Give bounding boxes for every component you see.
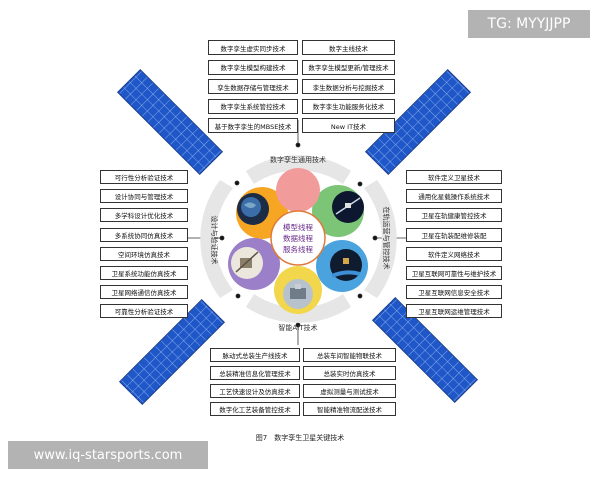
- tech-box-right-6: 卫星互联网可靠性与维护技术: [406, 266, 502, 280]
- tech-box-bottom-left-3: 工艺快速设计及仿真技术: [210, 384, 300, 398]
- tech-box-top-right-4: 数字孪生功能服务化技术: [302, 98, 395, 114]
- ring-label-left: 设计与验证技术: [210, 216, 219, 265]
- tech-box-right-2: 通用化星载操作系统技术: [406, 189, 502, 204]
- tech-box-left-8: 可靠性分析验证技术: [100, 304, 188, 319]
- solar-panel-top-left: [116, 68, 224, 176]
- tech-box-bottom-left-2: 总装精准信息化管理技术: [210, 366, 300, 380]
- tech-box-top-left-4: 数字孪生系统管控技术: [208, 98, 298, 114]
- tech-box-left-3: 多学科设计优化技术: [100, 208, 188, 223]
- tech-box-bottom-right-1: 总装车间智能物联技术: [303, 348, 396, 362]
- watermark-bottom-left-text: www.iq-starsports.com: [33, 447, 183, 463]
- tech-box-bottom-right-2: 总装实时仿真技术: [303, 366, 396, 380]
- watermark-top-right: TG: MYYJJPP: [468, 10, 590, 38]
- photo-assembly-hall: [283, 279, 313, 309]
- tech-box-right-7: 卫星互联网信息安全技术: [406, 285, 502, 300]
- tech-box-top-left-5: 基于数字孪生的MBSE技术: [208, 118, 298, 133]
- watermark-bottom-left: www.iq-starsports.com: [8, 441, 208, 469]
- tech-box-left-7: 卫星网络通信仿真技术: [100, 285, 188, 300]
- figure-caption: 图7 数字孪生卫星关键技术: [255, 434, 345, 442]
- tech-box-top-left-3: 孪生数据存储与管理技术: [208, 79, 298, 94]
- tech-box-right-5: 软件定义网络技术: [406, 246, 502, 261]
- ring-label-right: 在轨运营与管控技术: [382, 207, 391, 270]
- tech-box-left-6: 卫星系统功能仿真技术: [100, 266, 188, 280]
- center-line-3: 服务线程: [283, 244, 313, 254]
- watermark-top-right-text: TG: MYYJJPP: [487, 16, 571, 32]
- tech-box-top-left-1: 数字孪生虚实同步技术: [208, 40, 298, 55]
- tech-box-bottom-left-1: 脉动式总装生产线技术: [210, 348, 300, 362]
- tech-box-right-8: 卫星互联网运维管理技术: [406, 304, 502, 319]
- ring-label-bottom: 智能AIT技术: [278, 323, 317, 332]
- tech-box-top-left-2: 数字孪生模型构建技术: [208, 59, 298, 75]
- center-circle: [270, 210, 326, 266]
- tech-box-right-1: 软件定义卫星技术: [406, 170, 502, 184]
- center-line-2: 数据线程: [283, 233, 313, 243]
- ring-label-top: 数字孪生通用技术: [270, 155, 326, 164]
- tech-box-bottom-left-4: 数字化工艺装备管控技术: [210, 402, 300, 416]
- solar-panel-bottom-right: [371, 296, 479, 404]
- tech-box-right-4: 卫星在轨装配维修装配: [406, 227, 502, 242]
- tech-box-left-2: 设计协同与管理技术: [100, 189, 188, 204]
- tech-box-bottom-right-4: 智能精准物流配送技术: [303, 402, 396, 416]
- photo-satellite-model: [231, 247, 263, 279]
- connector-lines: [188, 120, 408, 345]
- solar-panel-top-right: [364, 68, 472, 176]
- tech-box-left-4: 多系统协同仿真技术: [100, 227, 188, 242]
- tech-box-bottom-right-3: 虚拟测量与测试技术: [303, 384, 396, 398]
- tech-box-top-right-2: 数字孪生模型更新/管理技术: [302, 59, 395, 75]
- tech-box-top-right-1: 数字主线技术: [302, 40, 395, 55]
- center-line-1: 模型线程: [283, 222, 313, 232]
- solar-panel-bottom-left: [118, 298, 226, 406]
- tech-box-left-1: 可行性分析验证技术: [100, 170, 188, 184]
- photo-earth: [237, 193, 269, 225]
- photo-space-satellite: [332, 191, 364, 223]
- photo-orbit-satellite: [330, 249, 362, 281]
- tech-box-top-right-3: 孪生数据分析与挖掘技术: [302, 79, 395, 94]
- tech-box-top-right-5: New IT技术: [302, 118, 395, 133]
- tech-box-left-5: 空间环境仿真技术: [100, 246, 188, 261]
- tech-box-right-3: 卫星在轨健康管控技术: [406, 208, 502, 223]
